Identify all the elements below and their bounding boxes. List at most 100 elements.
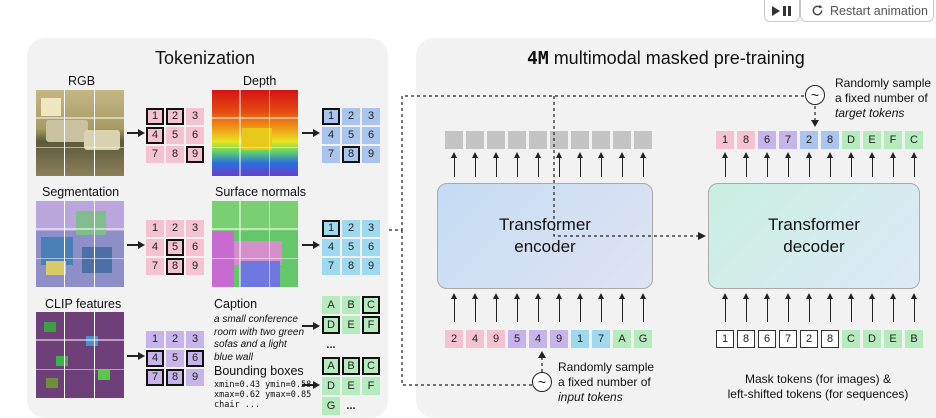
grid-token: 8 — [166, 146, 184, 163]
pretraining-title: 4M multimodal masked pre-training — [527, 48, 805, 69]
up-arrow — [535, 152, 541, 177]
clip-features-image — [36, 312, 124, 398]
grid-token: 3 — [362, 220, 380, 237]
depth-to-tokens-arrow — [302, 129, 320, 136]
mask-tokens-item: 6 — [758, 330, 776, 348]
up-arrow — [848, 293, 854, 322]
up-arrow — [785, 293, 791, 322]
grid-token: 8 — [342, 258, 360, 275]
restart-animation-button[interactable]: Restart animation — [800, 0, 934, 22]
up-arrow — [598, 293, 604, 322]
play-pause-button[interactable] — [764, 0, 800, 22]
surface-normals-label: Surface normals — [215, 185, 307, 199]
encoder-output-tokens — [445, 131, 652, 149]
up-arrow — [577, 152, 583, 177]
text-token: B — [342, 357, 360, 375]
up-arrow — [556, 293, 562, 322]
up-arrow — [869, 293, 875, 322]
grid-token: 2 — [166, 331, 184, 348]
segmentation-to-tokens-arrow — [127, 241, 145, 248]
up-arrow — [743, 152, 749, 177]
grid-token: 1 — [146, 108, 164, 125]
up-arrow — [806, 293, 812, 322]
rgb-label: RGB — [68, 74, 96, 88]
grid-token: 9 — [362, 146, 380, 163]
up-arrow — [619, 293, 625, 322]
input-tokens-item: 1 — [571, 330, 589, 348]
up-arrow — [514, 293, 520, 322]
surface-normals-image — [212, 201, 298, 287]
up-arrow — [493, 293, 499, 322]
up-arrow — [848, 152, 854, 177]
text-token: F — [362, 377, 380, 395]
grid-token: 8 — [166, 258, 184, 275]
up-arrow — [890, 152, 896, 177]
input-tokens-item: 9 — [487, 330, 505, 348]
mask-tokens-item: B — [905, 330, 923, 348]
target-tokens-item: 7 — [779, 131, 797, 149]
grid-token: 5 — [166, 127, 184, 144]
segmentation-label: Segmentation — [42, 185, 120, 199]
caption-label: Caption — [214, 297, 258, 311]
up-arrow — [451, 152, 457, 177]
input-tokens-item: 4 — [529, 330, 547, 348]
grid-token: 6 — [186, 350, 204, 367]
up-arrow — [869, 152, 875, 177]
target-tokens-item: 6 — [758, 131, 776, 149]
text-token: A — [322, 357, 340, 375]
up-arrow — [764, 152, 770, 177]
grid-token: 1 — [322, 220, 340, 237]
grid-token: 8 — [166, 369, 184, 386]
text-token: G — [322, 397, 340, 415]
up-arrow — [514, 152, 520, 177]
grid-token: 2 — [166, 108, 184, 125]
target-tokens-item: C — [905, 131, 923, 149]
up-arrow — [619, 152, 625, 177]
sample-target-note: Randomly sample a fixed number of target… — [835, 76, 932, 120]
pretraining-title-prefix: 4M — [527, 48, 549, 69]
target-tokens-item: 1 — [716, 131, 734, 149]
depth-image — [212, 90, 298, 176]
play-pause-icon — [772, 5, 791, 16]
grid-token: 7 — [146, 369, 164, 386]
grid-token: 4 — [322, 239, 340, 256]
up-arrow — [827, 293, 833, 322]
grid-token: 4 — [146, 239, 164, 256]
depth-label: Depth — [243, 74, 277, 88]
grid-token: 2 — [166, 220, 184, 237]
text-token: F — [362, 316, 380, 334]
grid-token: 6 — [362, 239, 380, 256]
up-arrow — [911, 293, 917, 322]
mask-tokens-item: C — [842, 330, 860, 348]
target-tokens-item: D — [842, 131, 860, 149]
input-tokens-item: 7 — [592, 330, 610, 348]
up-arrow — [472, 293, 478, 322]
text-token: D — [322, 316, 340, 334]
up-arrow — [640, 293, 646, 322]
up-arrow — [743, 293, 749, 322]
grid-token: 1 — [146, 331, 164, 348]
mask-tokens-item: 2 — [800, 330, 818, 348]
text-token: C — [362, 296, 380, 314]
input-tokens-item: 2 — [445, 330, 463, 348]
rgb-to-tokens-arrow — [127, 129, 145, 136]
target-tokens-item: F — [884, 131, 902, 149]
up-arrow — [598, 152, 604, 177]
input-tokens-item: 9 — [550, 330, 568, 348]
grid-token: 7 — [146, 258, 164, 275]
mask-tokens-item: 8 — [737, 330, 755, 348]
up-arrow — [535, 293, 541, 322]
clip-features-label: CLIP features — [45, 297, 122, 311]
up-arrow — [722, 152, 728, 177]
grid-token: 3 — [362, 108, 380, 125]
up-arrow — [451, 293, 457, 322]
up-arrow — [911, 152, 917, 177]
grid-token: 5 — [342, 127, 360, 144]
mask-tokens-note: Mask tokens (for images) & left-shifted … — [727, 372, 909, 401]
up-arrow — [785, 152, 791, 177]
grid-token: 2 — [342, 108, 360, 125]
